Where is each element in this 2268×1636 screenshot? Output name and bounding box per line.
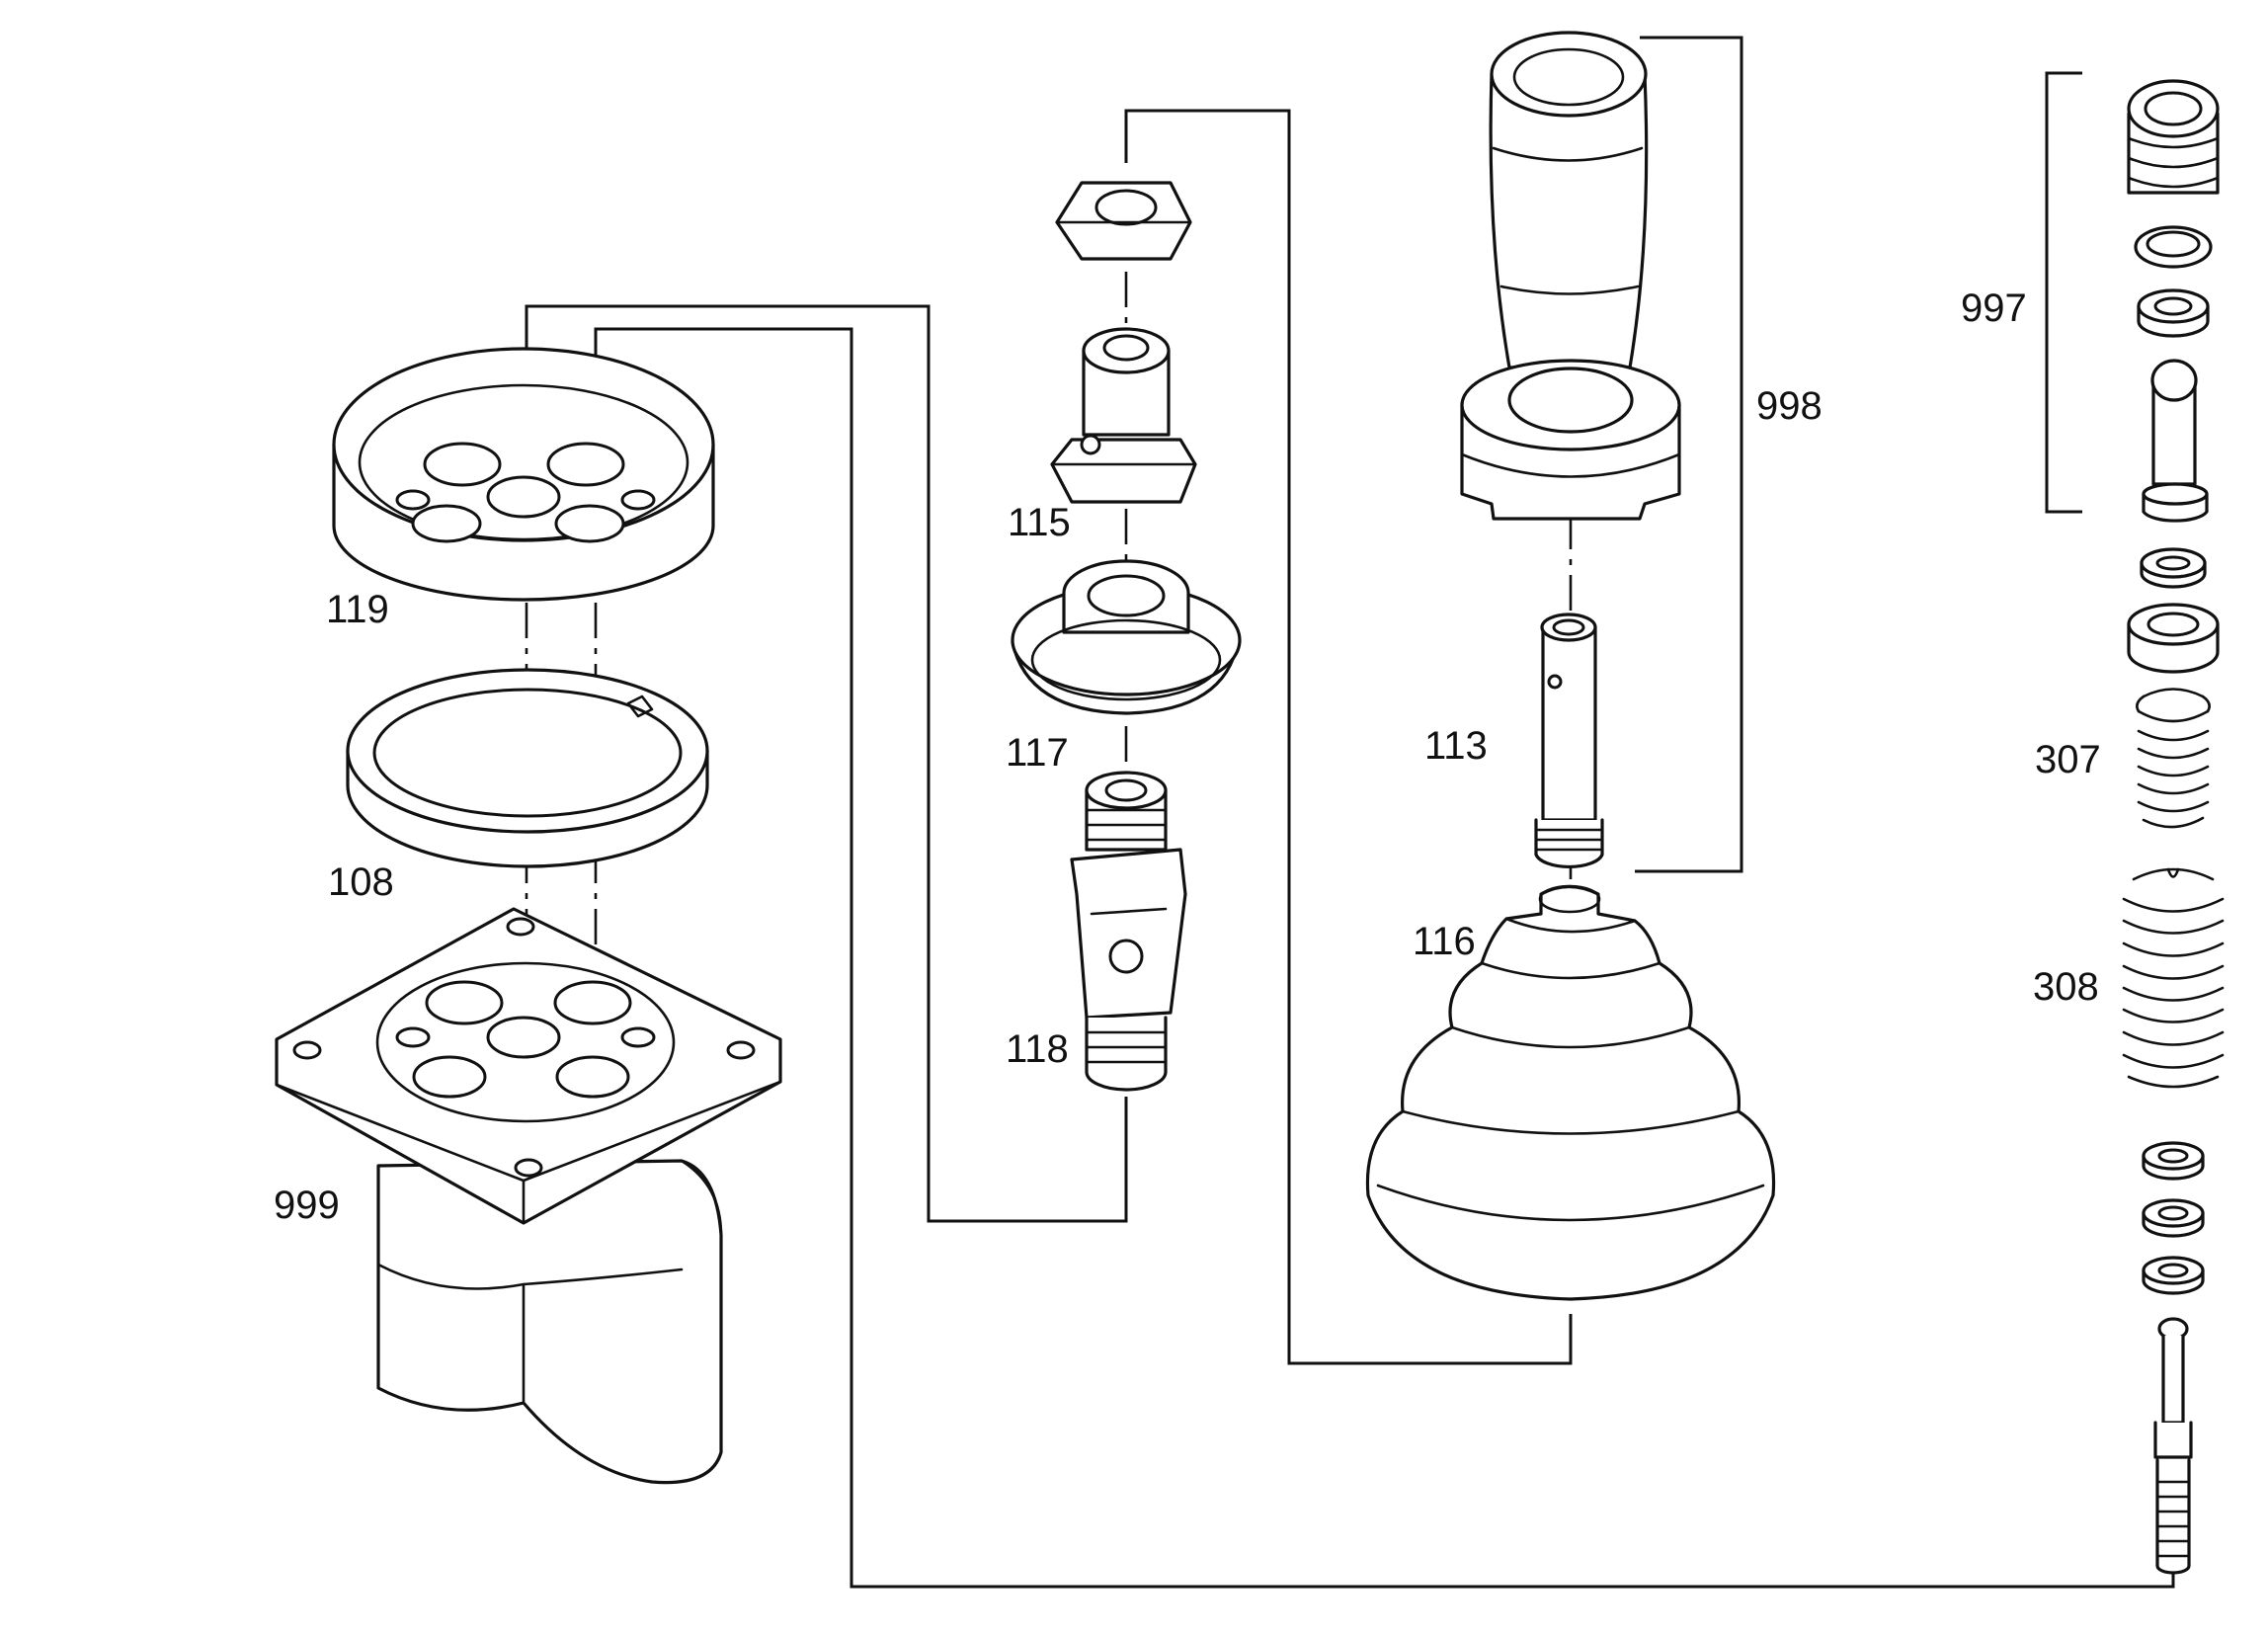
part-119-cup-plate bbox=[332, 347, 715, 602]
part-116-boot bbox=[1365, 884, 1776, 1301]
label-998: 998 bbox=[1756, 384, 1822, 428]
part-washers-upper bbox=[2127, 547, 2220, 674]
label-115: 115 bbox=[1008, 501, 1071, 544]
label-997: 997 bbox=[1961, 286, 2027, 330]
label-999: 999 bbox=[274, 1184, 340, 1227]
label-308: 308 bbox=[2033, 965, 2099, 1009]
part-hex-nut bbox=[1055, 181, 1192, 261]
part-113-stem bbox=[1534, 613, 1604, 869]
part-washers-lower bbox=[2142, 1141, 2205, 1295]
label-307: 307 bbox=[2035, 738, 2101, 781]
part-118-clevis bbox=[1070, 771, 1187, 1092]
part-997-cartridge bbox=[2127, 79, 2220, 523]
label-119: 119 bbox=[326, 588, 389, 631]
part-labels: 119 108 999 115 117 118 113 116 998 997 … bbox=[274, 286, 2101, 1227]
label-118: 118 bbox=[1006, 1027, 1069, 1071]
label-116: 116 bbox=[1413, 920, 1476, 963]
part-push-rod bbox=[2153, 1317, 2193, 1575]
part-307-spring bbox=[2136, 688, 2211, 829]
label-117: 117 bbox=[1006, 731, 1069, 775]
part-308-spring bbox=[2122, 867, 2225, 1089]
part-115-adapter bbox=[1050, 327, 1197, 504]
connector-lines bbox=[525, 36, 2175, 1589]
part-108-ring bbox=[346, 668, 709, 868]
label-113: 113 bbox=[1424, 724, 1488, 768]
part-117-washer bbox=[1011, 559, 1242, 715]
part-998-handle bbox=[1460, 31, 1681, 521]
label-108: 108 bbox=[328, 860, 394, 904]
part-999-housing bbox=[275, 907, 782, 1485]
